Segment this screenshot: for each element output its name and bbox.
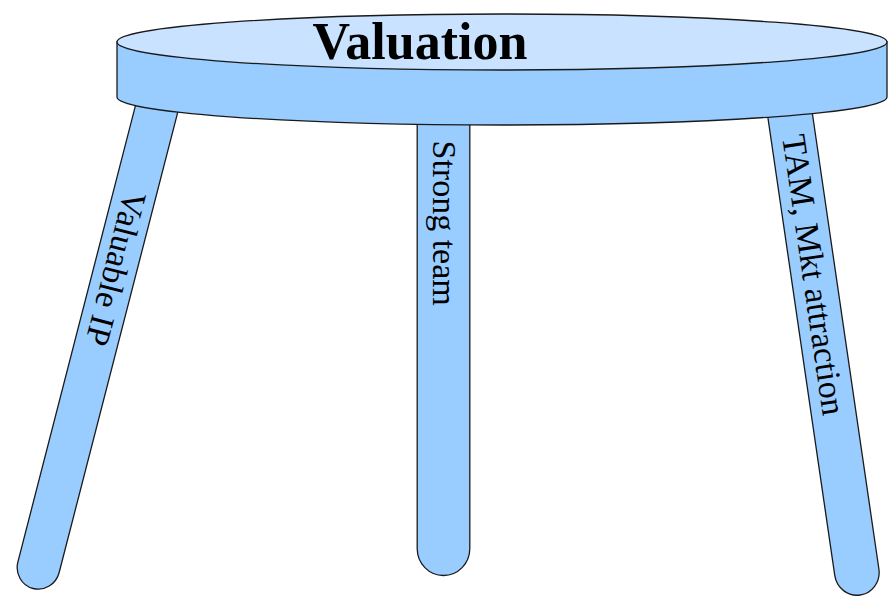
leg-shape [765,92,882,598]
leg-label: TAM, Mkt attraction [776,132,851,417]
seat-top [117,14,887,70]
stool-seat: Valuation [110,6,892,134]
leg-label: Valuable IP [79,188,151,349]
seat-label-holder: Valuation [313,16,528,68]
seat-title: Valuation [313,16,528,68]
stool-leg: TAM, Mkt attraction [764,92,883,599]
stool-leg: Strong team [416,100,470,575]
leg-shape [417,100,470,575]
leg-label: Strong team [426,140,460,305]
leg-shape [12,90,180,594]
stool-leg: Valuable IP [12,90,182,594]
